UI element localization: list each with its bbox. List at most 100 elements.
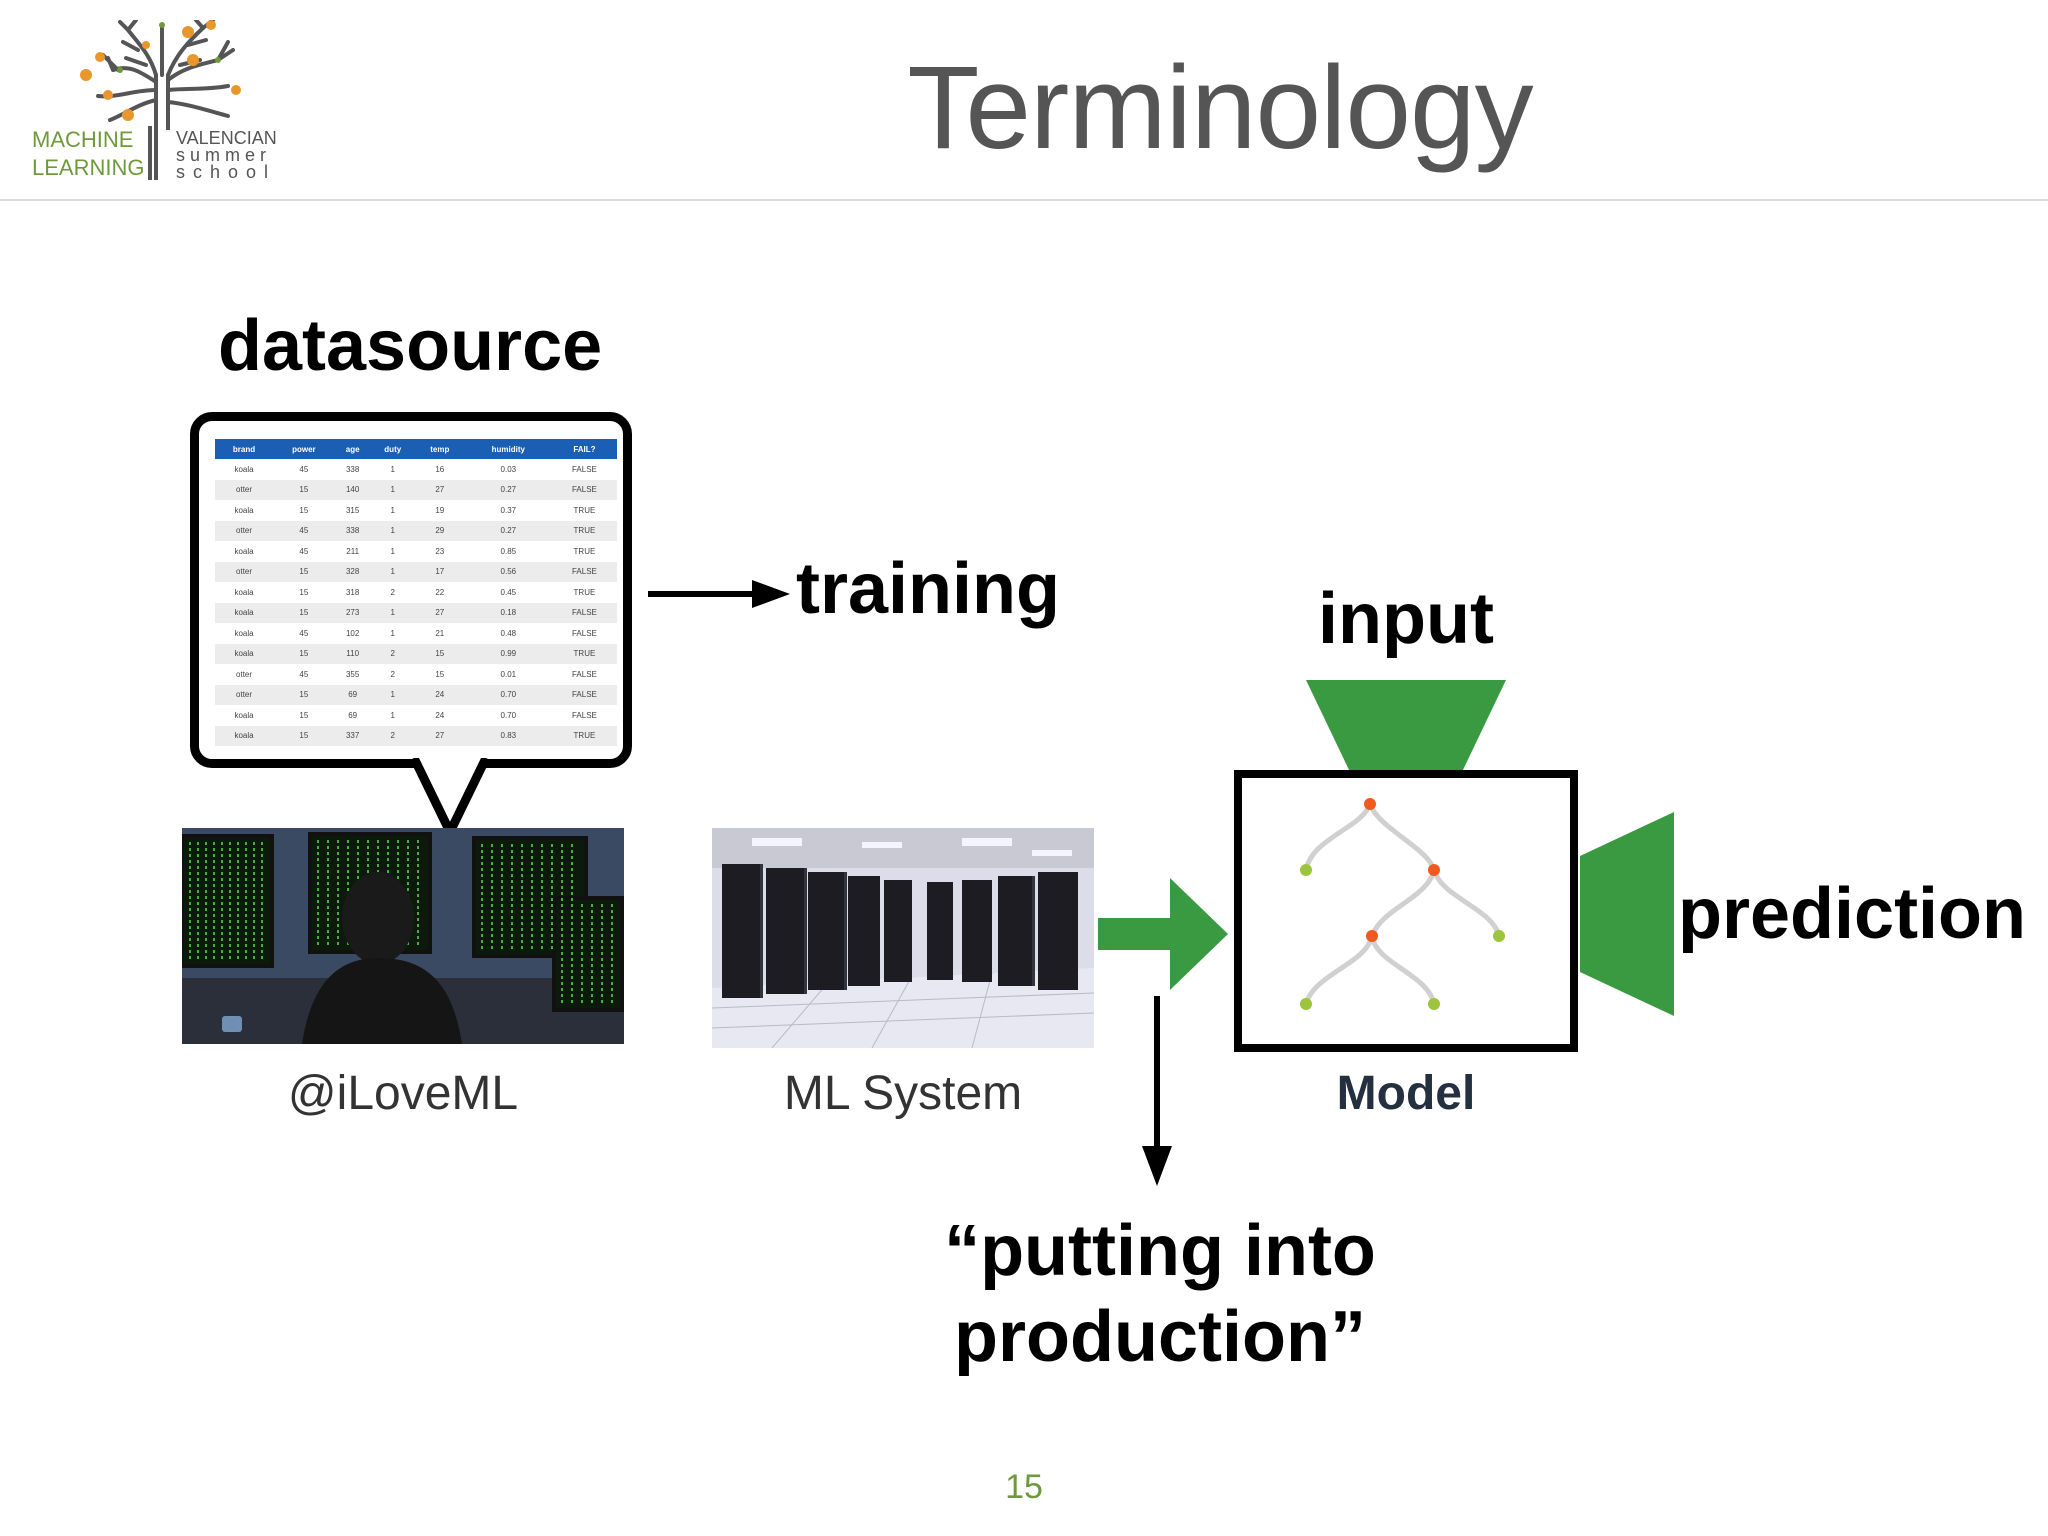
table-header-cell: power: [273, 439, 335, 459]
table-cell: 140: [334, 479, 371, 500]
table-cell: FALSE: [551, 479, 617, 500]
person-caption: @iLoveML: [287, 1067, 519, 1120]
model-caption: Model: [1336, 1067, 1476, 1120]
table-cell: koala: [234, 505, 254, 515]
logo-school: school: [176, 162, 277, 182]
table-cell: 0.99: [464, 643, 552, 664]
table-cell: koala: [215, 643, 274, 664]
table-cell: 2: [390, 669, 395, 679]
table-cell: 1: [390, 505, 395, 515]
table-cell: 2: [390, 587, 395, 597]
logo-summer: summer: [176, 145, 272, 165]
production-arrow-icon: [1142, 996, 1172, 1186]
table-cell: TRUE: [551, 520, 617, 541]
table-cell: TRUE: [551, 643, 617, 664]
table-cell: 1: [390, 546, 395, 556]
header-divider: [0, 199, 2048, 201]
table-cell: 338: [345, 464, 360, 474]
table-cell: 69: [334, 684, 371, 705]
table-cell: 27: [414, 479, 465, 500]
table-cell: koala: [234, 710, 254, 720]
tree-icon: [80, 20, 241, 130]
table-cell: 1: [370, 479, 415, 500]
table-cell: 0.27: [464, 479, 552, 500]
table-cell: FALSE: [571, 464, 597, 474]
table-cell: 211: [346, 546, 360, 556]
table-cell: 0.27: [464, 520, 552, 541]
table-cell: 1: [370, 602, 415, 623]
table-cell: 355: [345, 669, 360, 679]
table-header-cell: temp: [414, 439, 465, 459]
production-line-1: “putting into: [944, 1211, 1376, 1291]
prediction-output-icon: [1580, 812, 1674, 1016]
table-cell: 15: [273, 684, 335, 705]
table-header-cell: FAIL?: [551, 439, 617, 459]
table-cell: 27: [414, 725, 465, 746]
table-cell: 15: [299, 505, 309, 515]
decision-tree-icon: [1300, 798, 1505, 1010]
logo-valencian: VALENCIAN: [176, 128, 277, 148]
table-cell: 24: [414, 684, 465, 705]
table-cell: 15: [414, 643, 465, 664]
table-header-cell: age: [334, 439, 371, 459]
table-cell: otter: [215, 684, 274, 705]
table-cell: FALSE: [551, 602, 617, 623]
input-label: input: [1318, 579, 1494, 659]
logo-right-text: VALENCIAN summer school: [176, 128, 277, 182]
training-label: training: [796, 549, 1060, 629]
server-room-image: [712, 828, 1094, 1048]
table-cell: 0.48: [500, 628, 517, 638]
table-cell: 102: [345, 628, 360, 638]
logo: MACHINE LEARNING VALENCIAN summer school: [28, 20, 298, 190]
training-arrow-icon: [648, 580, 790, 608]
model-box: [1234, 770, 1578, 1052]
table-cell: otter: [215, 561, 274, 582]
logo-left-text: MACHINE LEARNING: [32, 126, 144, 182]
table-cell: TRUE: [573, 587, 596, 597]
person-at-monitors-image: [182, 828, 624, 1044]
table-cell: 22: [435, 587, 445, 597]
table-cell: koala: [215, 602, 274, 623]
table-cell: 328: [334, 561, 371, 582]
table-cell: 2: [370, 643, 415, 664]
table-cell: 0.70: [500, 710, 517, 720]
table-cell: 110: [334, 643, 371, 664]
table-cell: 0.45: [500, 587, 517, 597]
table-cell: 16: [435, 464, 445, 474]
table-cell: koala: [234, 628, 254, 638]
ml-system-caption: ML System: [783, 1067, 1023, 1120]
table-cell: 15: [273, 725, 335, 746]
table-cell: 69: [348, 710, 358, 720]
table-header-cell: humidity: [464, 439, 552, 459]
table-cell: TRUE: [573, 546, 596, 556]
table-cell: 1: [370, 520, 415, 541]
table-cell: 1: [390, 628, 395, 638]
table-cell: koala: [234, 464, 254, 474]
table-cell: 24: [435, 710, 445, 720]
table-cell: 15: [273, 643, 335, 664]
table-cell: 0.83: [464, 725, 552, 746]
table-cell: 45: [299, 628, 309, 638]
table-cell: 15: [435, 669, 445, 679]
production-label: “putting into production”: [880, 1208, 1440, 1380]
table-cell: 45: [273, 520, 335, 541]
table-cell: otter: [215, 520, 274, 541]
table-cell: 318: [345, 587, 360, 597]
logo-machine: MACHINE: [32, 127, 134, 152]
table-cell: otter: [236, 669, 253, 679]
table-cell: 15: [299, 710, 309, 720]
table-cell: 15: [273, 602, 335, 623]
table-cell: 1: [370, 561, 415, 582]
datasource-label: datasource: [218, 306, 603, 386]
table-cell: 19: [435, 505, 445, 515]
table-cell: 0.03: [500, 464, 517, 474]
